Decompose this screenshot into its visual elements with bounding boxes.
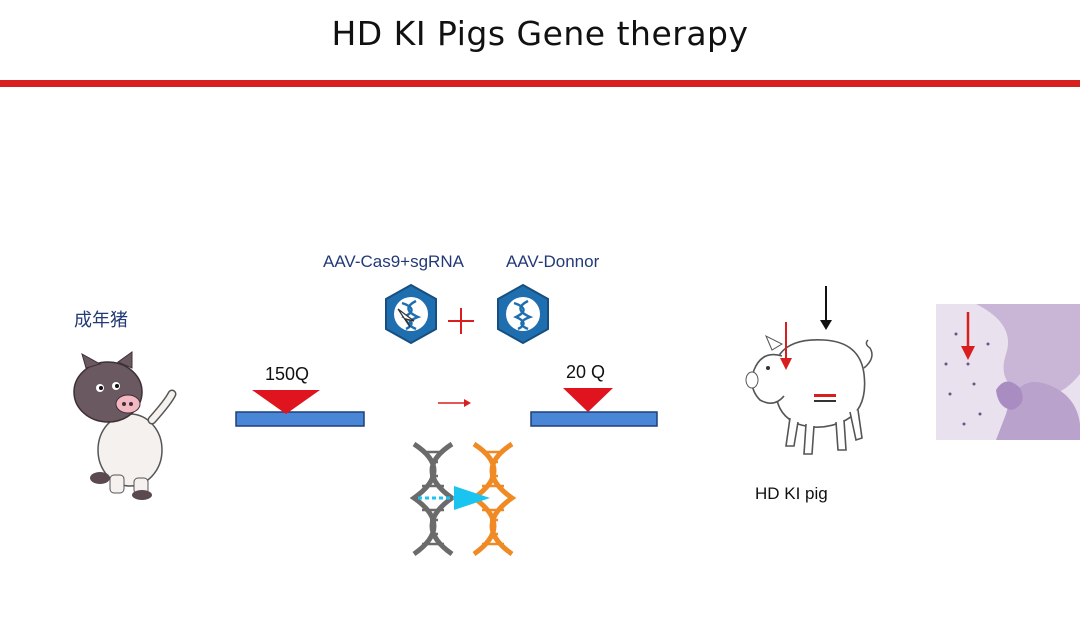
aav-cas9-label: AAV-Cas9+sgRNA xyxy=(323,252,464,271)
plus-icon xyxy=(448,308,474,334)
transition-arrow-icon xyxy=(438,399,471,407)
aav-virus-icon xyxy=(385,283,437,345)
dna-helix-icon xyxy=(409,441,517,557)
brain-section-image xyxy=(936,304,1080,440)
repeat-before-label: 150Q xyxy=(265,364,310,384)
cartoon-pig-icon xyxy=(73,351,177,500)
aav-donor-label: AAV-Donnor xyxy=(506,252,600,271)
adult-pig-label: 成年猪 xyxy=(74,310,128,330)
pig-outline-icon xyxy=(745,286,873,455)
gene-bar-before xyxy=(235,390,365,427)
gene-bar-after xyxy=(530,388,658,427)
hd-ki-pig-label: HD KI pig xyxy=(755,484,828,503)
title-divider xyxy=(0,80,1080,87)
page-title: HD KI Pigs Gene therapy xyxy=(331,14,749,53)
aav-virus-icon xyxy=(497,283,549,345)
repeat-after-label: 20 Q xyxy=(566,362,606,382)
